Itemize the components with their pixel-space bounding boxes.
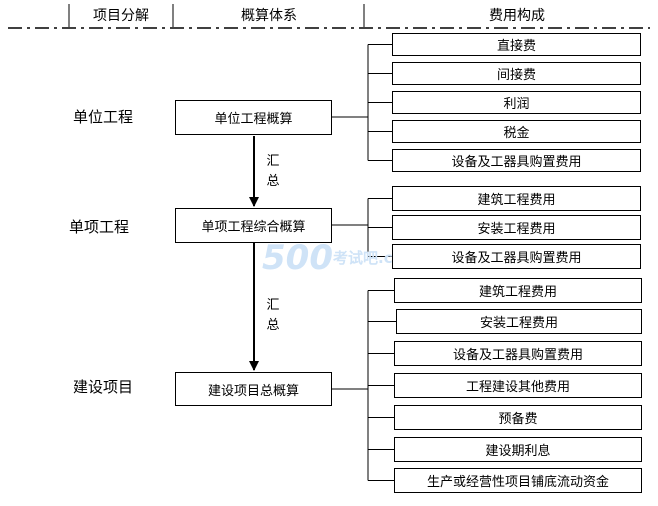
estimate-box-single: 单项工程综合概算 <box>175 208 332 243</box>
project-cost-box: 工程建设其他费用 <box>394 373 642 398</box>
unit-cost-box: 直接费 <box>392 33 641 56</box>
estimate-box-unit: 单位工程概算 <box>175 100 332 135</box>
level-construction-project: 建设项目 <box>73 378 134 396</box>
project-cost-box: 生产或经营性项目铺底流动资金 <box>394 468 642 493</box>
estimate-box-project: 建设项目总概算 <box>175 372 332 406</box>
level-single-project: 单项工程 <box>69 218 130 236</box>
unit-cost-box: 利润 <box>392 91 641 114</box>
project-cost-box: 建筑工程费用 <box>394 278 642 303</box>
level-unit-project: 单位工程 <box>73 108 134 126</box>
project-cost-box: 建设期利息 <box>394 437 642 462</box>
header-estimate-system: 概算体系 <box>241 8 297 24</box>
header-cost-composition: 费用构成 <box>489 8 545 24</box>
aggregate-label-2: 汇总 <box>266 298 280 333</box>
unit-cost-box: 间接费 <box>392 62 641 85</box>
single-cost-box: 建筑工程费用 <box>392 186 641 211</box>
aggregate-label-1: 汇总 <box>266 154 280 189</box>
project-cost-box: 预备费 <box>394 405 642 430</box>
single-cost-box: 设备及工器具购置费用 <box>392 244 641 269</box>
unit-cost-box: 税金 <box>392 120 641 143</box>
branch-lines <box>332 44 396 481</box>
header-project-breakdown: 项目分解 <box>93 8 149 24</box>
unit-cost-box: 设备及工器具购置费用 <box>392 149 641 172</box>
single-cost-box: 安装工程费用 <box>392 215 641 240</box>
project-cost-box: 设备及工器具购置费用 <box>394 341 642 366</box>
project-cost-box: 安装工程费用 <box>396 309 642 334</box>
